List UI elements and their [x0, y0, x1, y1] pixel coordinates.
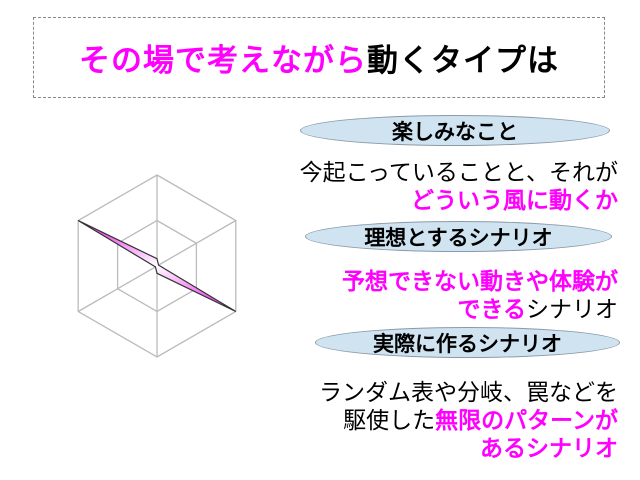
title-highlight: その場で考えながら — [79, 43, 367, 79]
text: 駆使した — [343, 408, 436, 434]
ideal-line-1: 予想できない動きや体験が — [342, 262, 618, 296]
actual-line-2: 駆使した無限のパターンが — [343, 401, 618, 435]
radar-axis — [77, 265, 158, 313]
radar-data-area — [77, 219, 237, 313]
actual-line-3: あるシナリオ — [480, 429, 618, 463]
text: シナリオ — [526, 297, 618, 323]
text: できる — [457, 297, 526, 323]
fun-line-2: どういう風に動くか — [411, 181, 618, 215]
radar-axis — [156, 219, 237, 267]
text: ランダム表や分岐、罠などを — [319, 380, 618, 406]
text: 今起こっていることと、それが — [299, 160, 618, 186]
actual-line-1: ランダム表や分岐、罠などを — [319, 373, 618, 407]
ideal-line-2: できるシナリオ — [457, 290, 618, 324]
text: どういう風に動くか — [411, 188, 618, 214]
text: あるシナリオ — [480, 436, 618, 462]
heading-actual: 実際に作るシナリオ — [315, 327, 620, 358]
heading-fun: 楽しみなこと — [300, 115, 610, 146]
text: 予想できない動きや体験が — [342, 269, 618, 295]
slide-title: その場で考えながら動くタイプは — [33, 17, 605, 98]
text: 無限のパターンが — [435, 408, 618, 434]
fun-line-1: 今起こっていることと、それが — [300, 153, 618, 187]
title-rest: 動くタイプは — [367, 43, 559, 79]
heading-ideal: 理想とするシナリオ — [305, 221, 612, 252]
